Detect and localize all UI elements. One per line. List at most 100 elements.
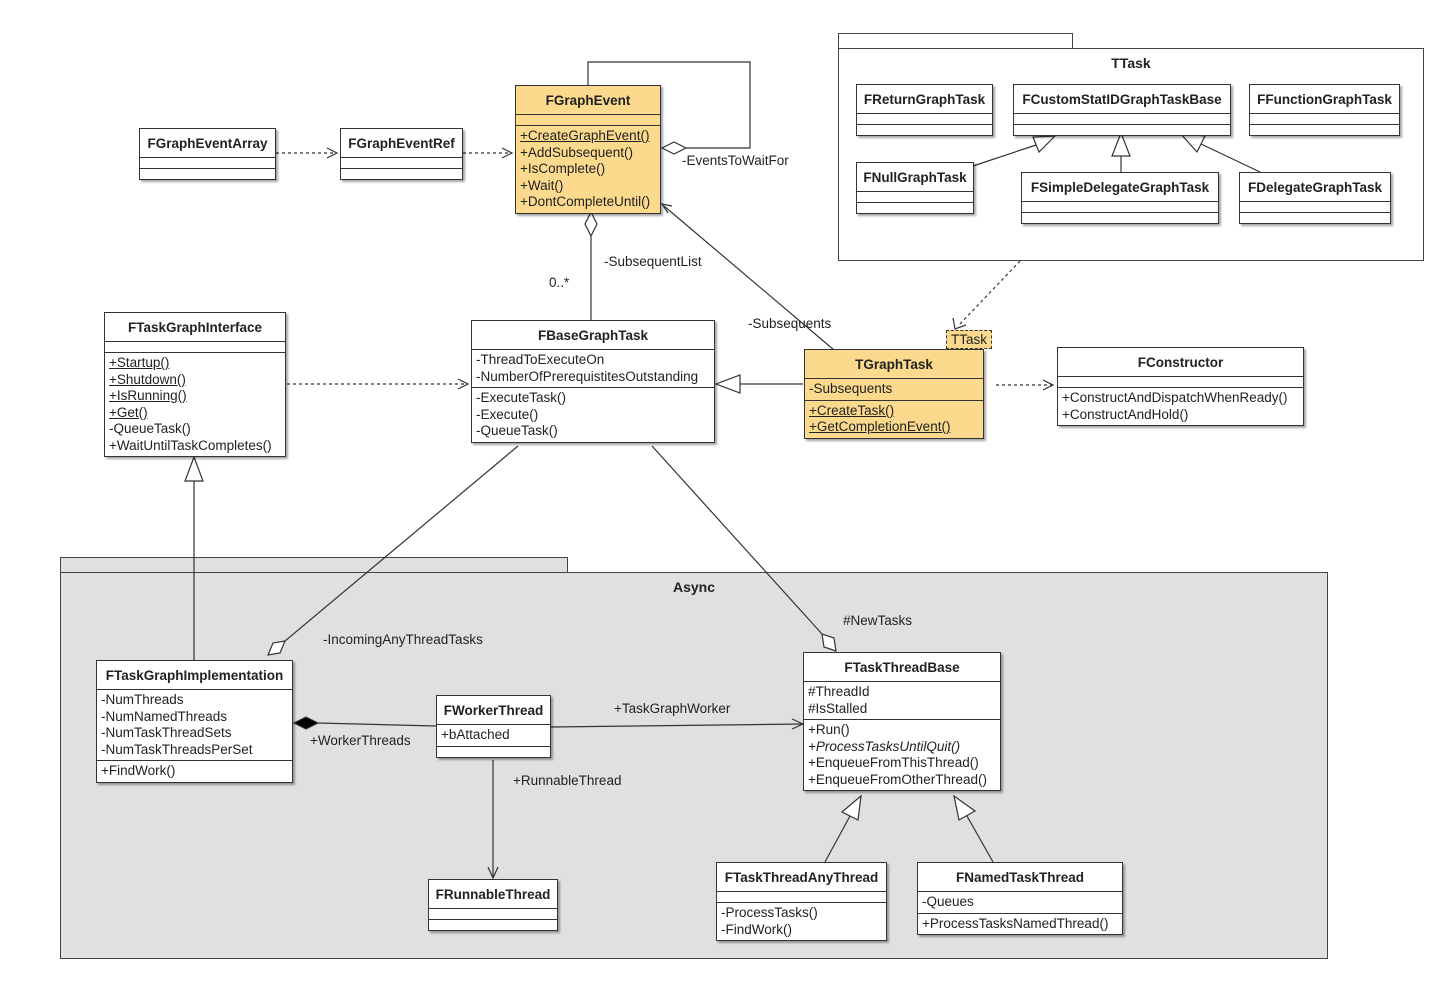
- operations-section: +FindWork(): [97, 760, 292, 782]
- class-ftask-graph-interface[interactable]: FTaskGraphInterface+Startup()+Shutdown()…: [104, 312, 286, 457]
- operations-section: +Run()+ProcessTasksUntilQuit()+EnqueueFr…: [804, 719, 1000, 790]
- generalization-line: [824, 815, 851, 863]
- dependency-arrow: [501, 147, 514, 159]
- label-runnable-thread: +RunnableThread: [513, 773, 622, 788]
- operation: -QueueTask(): [109, 421, 191, 436]
- operations-section: [140, 168, 275, 179]
- label-worker-threads: +WorkerThreads: [310, 733, 411, 748]
- operation: +ConstructAndHold(): [1062, 406, 1189, 422]
- dependency-arrow: [326, 147, 339, 159]
- worker-threads-line: [317, 722, 437, 727]
- operation: +ProcessTasksUntilQuit(): [808, 738, 961, 754]
- class-ftask-graph-implementation[interactable]: FTaskGraphImplementation-NumThreads-NumN…: [96, 660, 293, 783]
- attributes-section: [105, 341, 285, 352]
- class-ftask-thread-any-thread[interactable]: FTaskThreadAnyThread -ProcessTasks()-Find…: [716, 862, 887, 941]
- operations-section: -ExecuteTask()-Execute()-QueueTask(): [472, 387, 714, 442]
- attributes-section: [1250, 113, 1399, 124]
- attributes-section: [1022, 201, 1218, 212]
- operation: +IsRunning(): [109, 388, 187, 403]
- dependency-arrow: [952, 317, 967, 330]
- class-fworker-thread[interactable]: FWorkerThread +bAttached: [436, 695, 551, 758]
- class-name: TGraphTask: [855, 357, 933, 372]
- template-parameter-ttask: TTask: [946, 330, 993, 349]
- attribute: -NumTaskThreadSets: [101, 725, 232, 740]
- class-name: FGraphEvent: [545, 93, 631, 108]
- label-incoming-any-thread-tasks: -IncomingAnyThreadTasks: [323, 632, 483, 647]
- attributes-section: [1240, 201, 1390, 212]
- attributes-section: -Subsequents: [805, 378, 983, 400]
- attributes-section: -ThreadToExecuteOn-NumberOfPrerequistite…: [472, 349, 714, 387]
- class-fbase-graph-task[interactable]: FBaseGraphTask -ThreadToExecuteOn-NumberO…: [471, 320, 715, 443]
- operation: +ProcessTasksNamedThread(): [922, 915, 1109, 931]
- association-arrow: [487, 866, 499, 880]
- operation: -FindWork(): [721, 921, 793, 937]
- operation: +Run(): [808, 722, 850, 737]
- generalization-triangle: [840, 794, 862, 821]
- association-arrow: [660, 203, 673, 214]
- dependency-arrow: [1042, 379, 1055, 391]
- class-name: FFunctionGraphTask: [1257, 92, 1392, 107]
- operation: +EnqueueFromThisThread(): [808, 755, 979, 770]
- class-fnamed-task-thread[interactable]: FNamedTaskThread-Queues+ProcessTasksName…: [917, 862, 1123, 935]
- attribute: #ThreadId: [808, 684, 870, 699]
- attributes-section: +bAttached: [437, 724, 550, 746]
- operations-section: -ProcessTasks()-FindWork(): [717, 902, 886, 940]
- class-fgraph-event-ref[interactable]: FGraphEventRef: [340, 128, 463, 180]
- attributes-section: #ThreadId#IsStalled: [804, 681, 1000, 719]
- operation: +CreateGraphEvent(): [520, 128, 650, 143]
- subsequents-line: [663, 205, 835, 351]
- attribute: -NumThreads: [101, 692, 184, 707]
- operations-section: [341, 168, 462, 179]
- attribute: -NumNamedThreads: [101, 708, 228, 724]
- attribute: -Queues: [922, 894, 974, 909]
- operation: +WaitUntilTaskCompletes(): [109, 437, 272, 453]
- attribute: -NumberOfPrerequistitesOutstanding: [476, 368, 699, 384]
- class-name: FRunnableThread: [435, 887, 551, 902]
- operation: +ConstructAndDispatchWhenReady(): [1062, 390, 1288, 405]
- operations-section: +ProcessTasksNamedThread(): [918, 912, 1122, 935]
- operations-section: [857, 202, 973, 213]
- operation: +CreateTask(): [809, 402, 895, 418]
- generalization-line: [1200, 143, 1261, 173]
- operations-section: [1240, 212, 1390, 223]
- class-fsimple-delegate-graph-task[interactable]: FSimpleDelegateGraphTask: [1021, 172, 1219, 224]
- class-fgraph-event-array[interactable]: FGraphEventArray: [139, 128, 276, 180]
- class-name: FTaskThreadBase: [844, 660, 960, 675]
- label-subsequent-multiplicity: 0..*: [549, 275, 570, 290]
- label-subsequents: -Subsequents: [748, 316, 832, 331]
- label-subsequent-list: -SubsequentList: [604, 254, 702, 269]
- operation: +GetCompletionEvent(): [809, 419, 951, 434]
- incoming-any-thread-line: [284, 445, 519, 642]
- operation: +Get(): [109, 404, 148, 420]
- self-association-line: [587, 61, 751, 149]
- operations-section: [437, 745, 550, 757]
- attribute: -ThreadToExecuteOn: [476, 352, 605, 367]
- class-frunnable-thread[interactable]: FRunnableThread: [428, 879, 558, 931]
- attributes-section: [717, 891, 886, 902]
- class-fcustom-statid-graph-task-base[interactable]: FCustomStatIDGraphTaskBase: [1013, 84, 1231, 136]
- attributes-section: -Queues: [918, 891, 1122, 913]
- generalization-triangle: [1032, 135, 1057, 154]
- operation: +EnqueueFromOtherThread(): [808, 771, 987, 787]
- class-ffunction-graph-task[interactable]: FFunctionGraphTask: [1249, 84, 1400, 136]
- class-fdelegate-graph-task[interactable]: FDelegateGraphTask: [1239, 172, 1391, 224]
- class-fconstructor[interactable]: FConstructor+ConstructAndDispatchWhenRea…: [1057, 347, 1304, 426]
- label-events-to-wait-for: -EventsToWaitFor: [682, 153, 789, 168]
- operations-section: [1250, 124, 1399, 135]
- class-name: FGraphEventRef: [348, 136, 455, 151]
- label-task-graph-worker: +TaskGraphWorker: [614, 701, 731, 716]
- class-name: FWorkerThread: [443, 703, 544, 718]
- class-fgraph-event[interactable]: FGraphEvent+CreateGraphEvent()+AddSubseq…: [515, 85, 661, 214]
- attributes-section: [857, 191, 973, 202]
- class-ftask-thread-base[interactable]: FTaskThreadBase#ThreadId#IsStalled+Run()…: [803, 652, 1001, 791]
- class-name: FBaseGraphTask: [537, 328, 649, 343]
- class-tgraph-task[interactable]: TGraphTask -Subsequents +CreateTask()+GetC…: [804, 349, 984, 439]
- operation: +Startup(): [109, 355, 170, 370]
- attribute: +bAttached: [441, 727, 510, 742]
- class-freturn-graph-task[interactable]: FReturnGraphTask: [856, 84, 993, 136]
- class-name: FTaskThreadAnyThread: [724, 870, 879, 885]
- operation: -ProcessTasks(): [721, 905, 818, 920]
- class-fnull-graph-task[interactable]: FNullGraphTask: [856, 162, 974, 214]
- attribute: #IsStalled: [808, 700, 868, 716]
